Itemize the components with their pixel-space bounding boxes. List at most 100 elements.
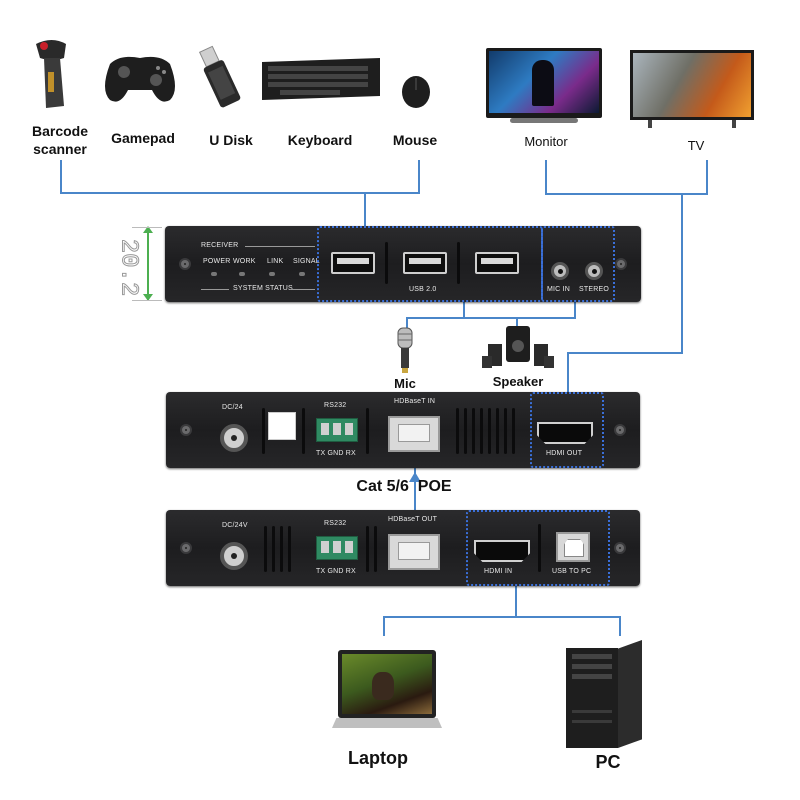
udisk-label: U Disk — [209, 132, 253, 148]
mouse-label: Mouse — [392, 132, 438, 148]
peripheral-bus — [60, 192, 420, 194]
rs232-pins-label: TX GND RX — [316, 568, 356, 575]
vent-slot — [496, 408, 499, 454]
screw — [615, 258, 627, 270]
vent-slot — [262, 408, 265, 454]
hdmi-in-label: HDMI IN — [484, 568, 513, 575]
hdmi-out-highlight-box — [530, 392, 604, 468]
audio-bus — [406, 317, 576, 319]
monitor-label: Monitor — [524, 134, 568, 149]
vent-slot — [280, 526, 283, 572]
rs232-label: RS232 — [324, 520, 347, 527]
gamepad-icon — [105, 56, 175, 102]
display-bus-right — [706, 160, 708, 194]
screw — [180, 424, 192, 436]
led-power-label: POWER — [203, 258, 231, 265]
hdbaset-in-port[interactable] — [388, 416, 440, 452]
barcode-scanner-icon — [36, 40, 66, 108]
vent-slot — [385, 242, 388, 284]
vent-slot — [366, 408, 369, 454]
qr-code-icon — [268, 412, 296, 440]
receiver-title: RECEIVER — [201, 242, 239, 249]
screw — [179, 258, 191, 270]
hdbaset-out-port[interactable] — [388, 534, 440, 570]
usb-b-port[interactable] — [556, 532, 590, 562]
mouse-icon — [402, 76, 430, 108]
dc-label: DC/24 — [222, 404, 243, 411]
usb-to-pc-label: USB TO PC — [552, 568, 592, 575]
led-signal — [299, 272, 305, 276]
vent-slot — [366, 526, 369, 572]
screw — [614, 542, 626, 554]
usb-port[interactable] — [331, 252, 375, 274]
stereo-label: STEREO — [579, 286, 609, 293]
mic-in-jack[interactable] — [551, 262, 569, 280]
display-drop — [681, 193, 683, 353]
stereo-jack[interactable] — [585, 262, 603, 280]
dimension-tick-top — [132, 227, 162, 228]
vent-slot — [456, 408, 459, 454]
peripheral-bus-left — [60, 160, 62, 193]
laptop-label: Laptop — [348, 748, 408, 768]
keyboard-icon — [262, 58, 380, 100]
cat-link-arrow — [409, 472, 421, 482]
display-bus-left — [545, 160, 547, 194]
vent-slot — [288, 526, 291, 572]
vent-slot — [504, 408, 507, 454]
peripheral-drop — [364, 192, 366, 228]
vent-slot — [472, 408, 475, 454]
speaker-label: Speaker — [492, 374, 544, 389]
dimension-label: 20.2 — [114, 238, 142, 297]
dimension-arrow-top — [143, 226, 153, 233]
vent-slot — [272, 526, 275, 572]
vent-slot — [488, 408, 491, 454]
barcode-scanner-label: Barcode scanner — [31, 123, 89, 157]
vent-slot — [480, 408, 483, 454]
cat-poe-label: Cat 5/6 POE — [356, 478, 452, 495]
peripheral-bus-right — [418, 160, 420, 193]
speaker-icon — [482, 326, 554, 368]
rs232-terminal[interactable] — [316, 418, 358, 442]
tv-label: TV — [687, 138, 705, 153]
usb-disk-icon — [198, 45, 241, 108]
led-work — [239, 272, 245, 276]
hdmi-out-port[interactable] — [537, 422, 593, 444]
laptop-drop — [383, 616, 385, 636]
speaker-drop — [516, 317, 518, 331]
audio-right — [574, 302, 576, 319]
led-link — [269, 272, 275, 276]
dc-label: DC/24V — [222, 522, 248, 529]
rs232-terminal[interactable] — [316, 536, 358, 560]
dc-power-jack[interactable] — [220, 424, 248, 452]
rs232-pins-label: TX GND RX — [316, 450, 356, 457]
hdbaset-out-label: HDBaseT OUT — [388, 516, 438, 523]
hdbaset-in-label: HDBaseT IN — [394, 398, 436, 405]
vent-slot — [538, 524, 541, 572]
dimension-line — [147, 228, 149, 300]
laptop-icon — [332, 650, 442, 734]
screw — [614, 424, 626, 436]
vent-slot — [512, 408, 515, 454]
pc-drop — [619, 616, 621, 636]
mic-label: Mic — [394, 376, 416, 391]
vent-slot — [464, 408, 467, 454]
hdmi-out-label: HDMI OUT — [546, 450, 583, 457]
vent-slot — [302, 408, 305, 454]
microphone-icon — [397, 327, 413, 373]
vent-slot — [264, 526, 267, 572]
cat-link-line — [414, 452, 416, 514]
usb-port[interactable] — [403, 252, 447, 274]
keyboard-label: Keyboard — [287, 132, 353, 148]
source-bus — [383, 616, 621, 618]
dc-power-jack[interactable] — [220, 542, 248, 570]
usb-port[interactable] — [475, 252, 519, 274]
pc-label: PC — [595, 752, 621, 772]
hdmi-in-port[interactable] — [474, 540, 530, 562]
audio-drop — [463, 302, 465, 318]
dimension-tick-bottom — [132, 300, 162, 301]
system-status-label: SYSTEM STATUS — [233, 285, 293, 292]
receiver-rear-panel: DC/24 RS232 TX GND RX HDBaseT IN HDMI OU… — [166, 392, 640, 468]
screw — [180, 542, 192, 554]
led-power — [211, 272, 217, 276]
source-highlight-box — [466, 510, 610, 586]
